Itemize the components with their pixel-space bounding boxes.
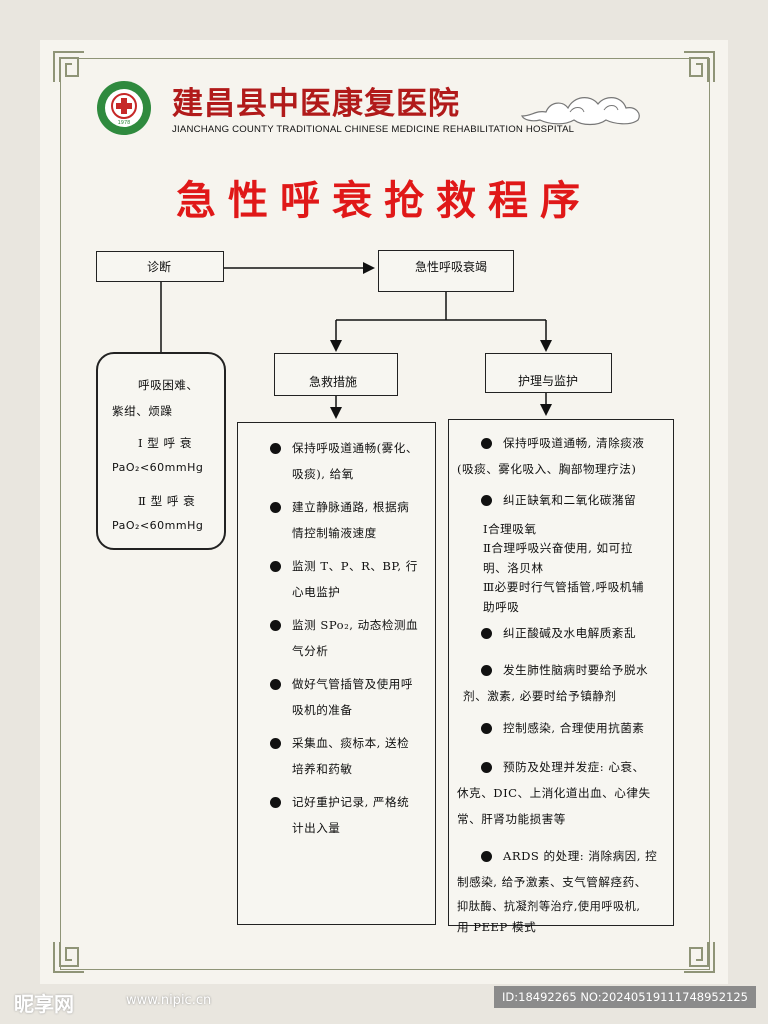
nursing-subitem-line: Ⅰ合理吸氧 [483, 522, 537, 536]
cloud-ornament [521, 97, 640, 126]
rescue-item-line: 培养和药敏 [292, 762, 353, 776]
frame-corner-ornament [53, 51, 84, 82]
bullet-icon [270, 679, 281, 690]
nursing-item-line: ARDS 的处理: 消除病因, 控 [503, 849, 658, 863]
type1-value: PaO₂<60mmHg [112, 461, 204, 474]
nursing-subitem-line: Ⅱ合理呼吸兴奋使用, 如可拉 [483, 541, 633, 555]
diagnosis-criteria-box: 呼吸困难、 紫绀、烦躁 Ⅰ 型 呼 衰 PaO₂<60mmHg Ⅱ 型 呼 衰 … [96, 352, 226, 550]
rescue-item-line: 吸机的准备 [292, 703, 353, 717]
nursing-item-line: 制感染, 给予激素、支气管解痉药、 [457, 875, 647, 889]
symptoms-line: 呼吸困难、 [138, 378, 199, 392]
nursing-item-line: 抑肽酶、抗凝剂等治疗,使用呼吸机, [457, 900, 641, 913]
nursing-item-line: 发生肺性脑病时要给予脱水 [503, 663, 649, 677]
nursing-item-line: 常、肝肾功能损害等 [457, 812, 566, 826]
hospital-logo: 1978 [97, 81, 151, 135]
logo-year: 1978 [118, 120, 131, 126]
watermark-site: 昵享网 [14, 992, 74, 1016]
rescue-item-line: 情控制输液速度 [292, 526, 377, 540]
frame-corner-ornament [684, 51, 715, 82]
type2-label: Ⅱ 型 呼 衰 [138, 494, 196, 508]
nursing-subitem-line: 明、洛贝林 [483, 561, 544, 575]
frame-corner-ornament [684, 942, 715, 973]
bullet-icon [270, 797, 281, 808]
diagnosis-label: 诊断 [147, 260, 172, 274]
watermark-url: www.nipic.cn [126, 993, 212, 1008]
rescue-item-line: 保持呼吸道通畅(雾化、 [292, 441, 418, 455]
type2-value: PaO₂<60mmHg [112, 519, 204, 532]
hospital-name-english: JIANCHANG COUNTY TRADITIONAL CHINESE MED… [172, 124, 575, 135]
nursing-item-line: 休克、DIC、上消化道出血、心律失 [457, 786, 651, 800]
rescue-item-line: 做好气管插管及使用呼 [292, 677, 413, 691]
bullet-icon [481, 495, 492, 506]
type1-label: Ⅰ 型 呼 衰 [138, 436, 192, 450]
nursing-item-line: 预防及处理并发症: 心衰、 [503, 760, 645, 774]
bullet-icon [481, 438, 492, 449]
rescue-item-line: 建立静脉通路, 根据病 [292, 500, 410, 514]
rescue-label: 急救措施 [309, 375, 358, 389]
rescue-item-line: 计出入量 [292, 821, 341, 835]
bullet-icon [481, 851, 492, 862]
bullet-icon [481, 665, 492, 676]
hospital-name: 建昌县中医康复医院 [172, 86, 460, 122]
nursing-subitem-line: Ⅲ必要时行气管插管,呼吸机辅 [483, 580, 644, 594]
rescue-item-line: 监测 SPo₂, 动态检测血 [292, 618, 419, 632]
nursing-box: 护理与监护 [485, 353, 612, 393]
rescue-item-line: 吸痰), 给氧 [292, 467, 354, 481]
nursing-subitem-line: 助呼吸 [483, 600, 520, 614]
nursing-item-line: 用 PEEP 模式 [457, 920, 537, 934]
symptoms-line: 紫绀、烦躁 [112, 404, 173, 418]
bullet-icon [270, 561, 281, 572]
nursing-item-line: 纠正酸碱及水电解质紊乱 [503, 626, 637, 640]
bullet-icon [481, 628, 492, 639]
rescue-item-line: 心电监护 [292, 585, 341, 599]
bullet-icon [270, 620, 281, 631]
acute-failure-label: 急性呼吸衰竭 [415, 260, 488, 274]
rescue-item-line: 采集血、痰标本, 送检 [292, 736, 410, 750]
nursing-item-line: 保持呼吸道通畅, 清除痰液 [503, 436, 645, 450]
rescue-measures-panel: 保持呼吸道通畅(雾化、 吸痰), 给氧 建立静脉通路, 根据病 情控制输液速度 … [237, 422, 436, 925]
rescue-item-line: 监测 T、P、R、BP, 行 [292, 559, 418, 573]
bullet-icon [481, 723, 492, 734]
nursing-item-line: 纠正缺氧和二氧化碳潴留 [503, 493, 637, 507]
acute-failure-box: 急性呼吸衰竭 [378, 250, 514, 292]
nursing-item-line: 控制感染, 合理使用抗菌素 [503, 721, 645, 735]
rescue-item-line: 气分析 [292, 644, 329, 658]
nursing-label: 护理与监护 [518, 374, 579, 388]
bullet-icon [270, 502, 281, 513]
bullet-icon [270, 738, 281, 749]
page-title: 急性呼衰抢救程序 [176, 178, 592, 224]
nursing-item-line: 剂、激素, 必要时给予镇静剂 [463, 689, 617, 703]
nursing-item-line: (吸痰、雾化吸入、胸部物理疗法) [457, 462, 637, 476]
rescue-box: 急救措施 [274, 353, 398, 396]
rescue-item-line: 记好重护记录, 严格统 [292, 795, 410, 809]
watermark-id: ID:18492265 NO:20240519111748952125 [494, 986, 756, 1008]
bullet-icon [270, 443, 281, 454]
nursing-monitoring-panel: 保持呼吸道通畅, 清除痰液 (吸痰、雾化吸入、胸部物理疗法) 纠正缺氧和二氧化碳… [448, 419, 674, 934]
frame-corner-ornament [53, 942, 84, 973]
decorative-frame [60, 58, 710, 970]
diagnosis-box: 诊断 [96, 251, 224, 282]
bullet-icon [481, 762, 492, 773]
